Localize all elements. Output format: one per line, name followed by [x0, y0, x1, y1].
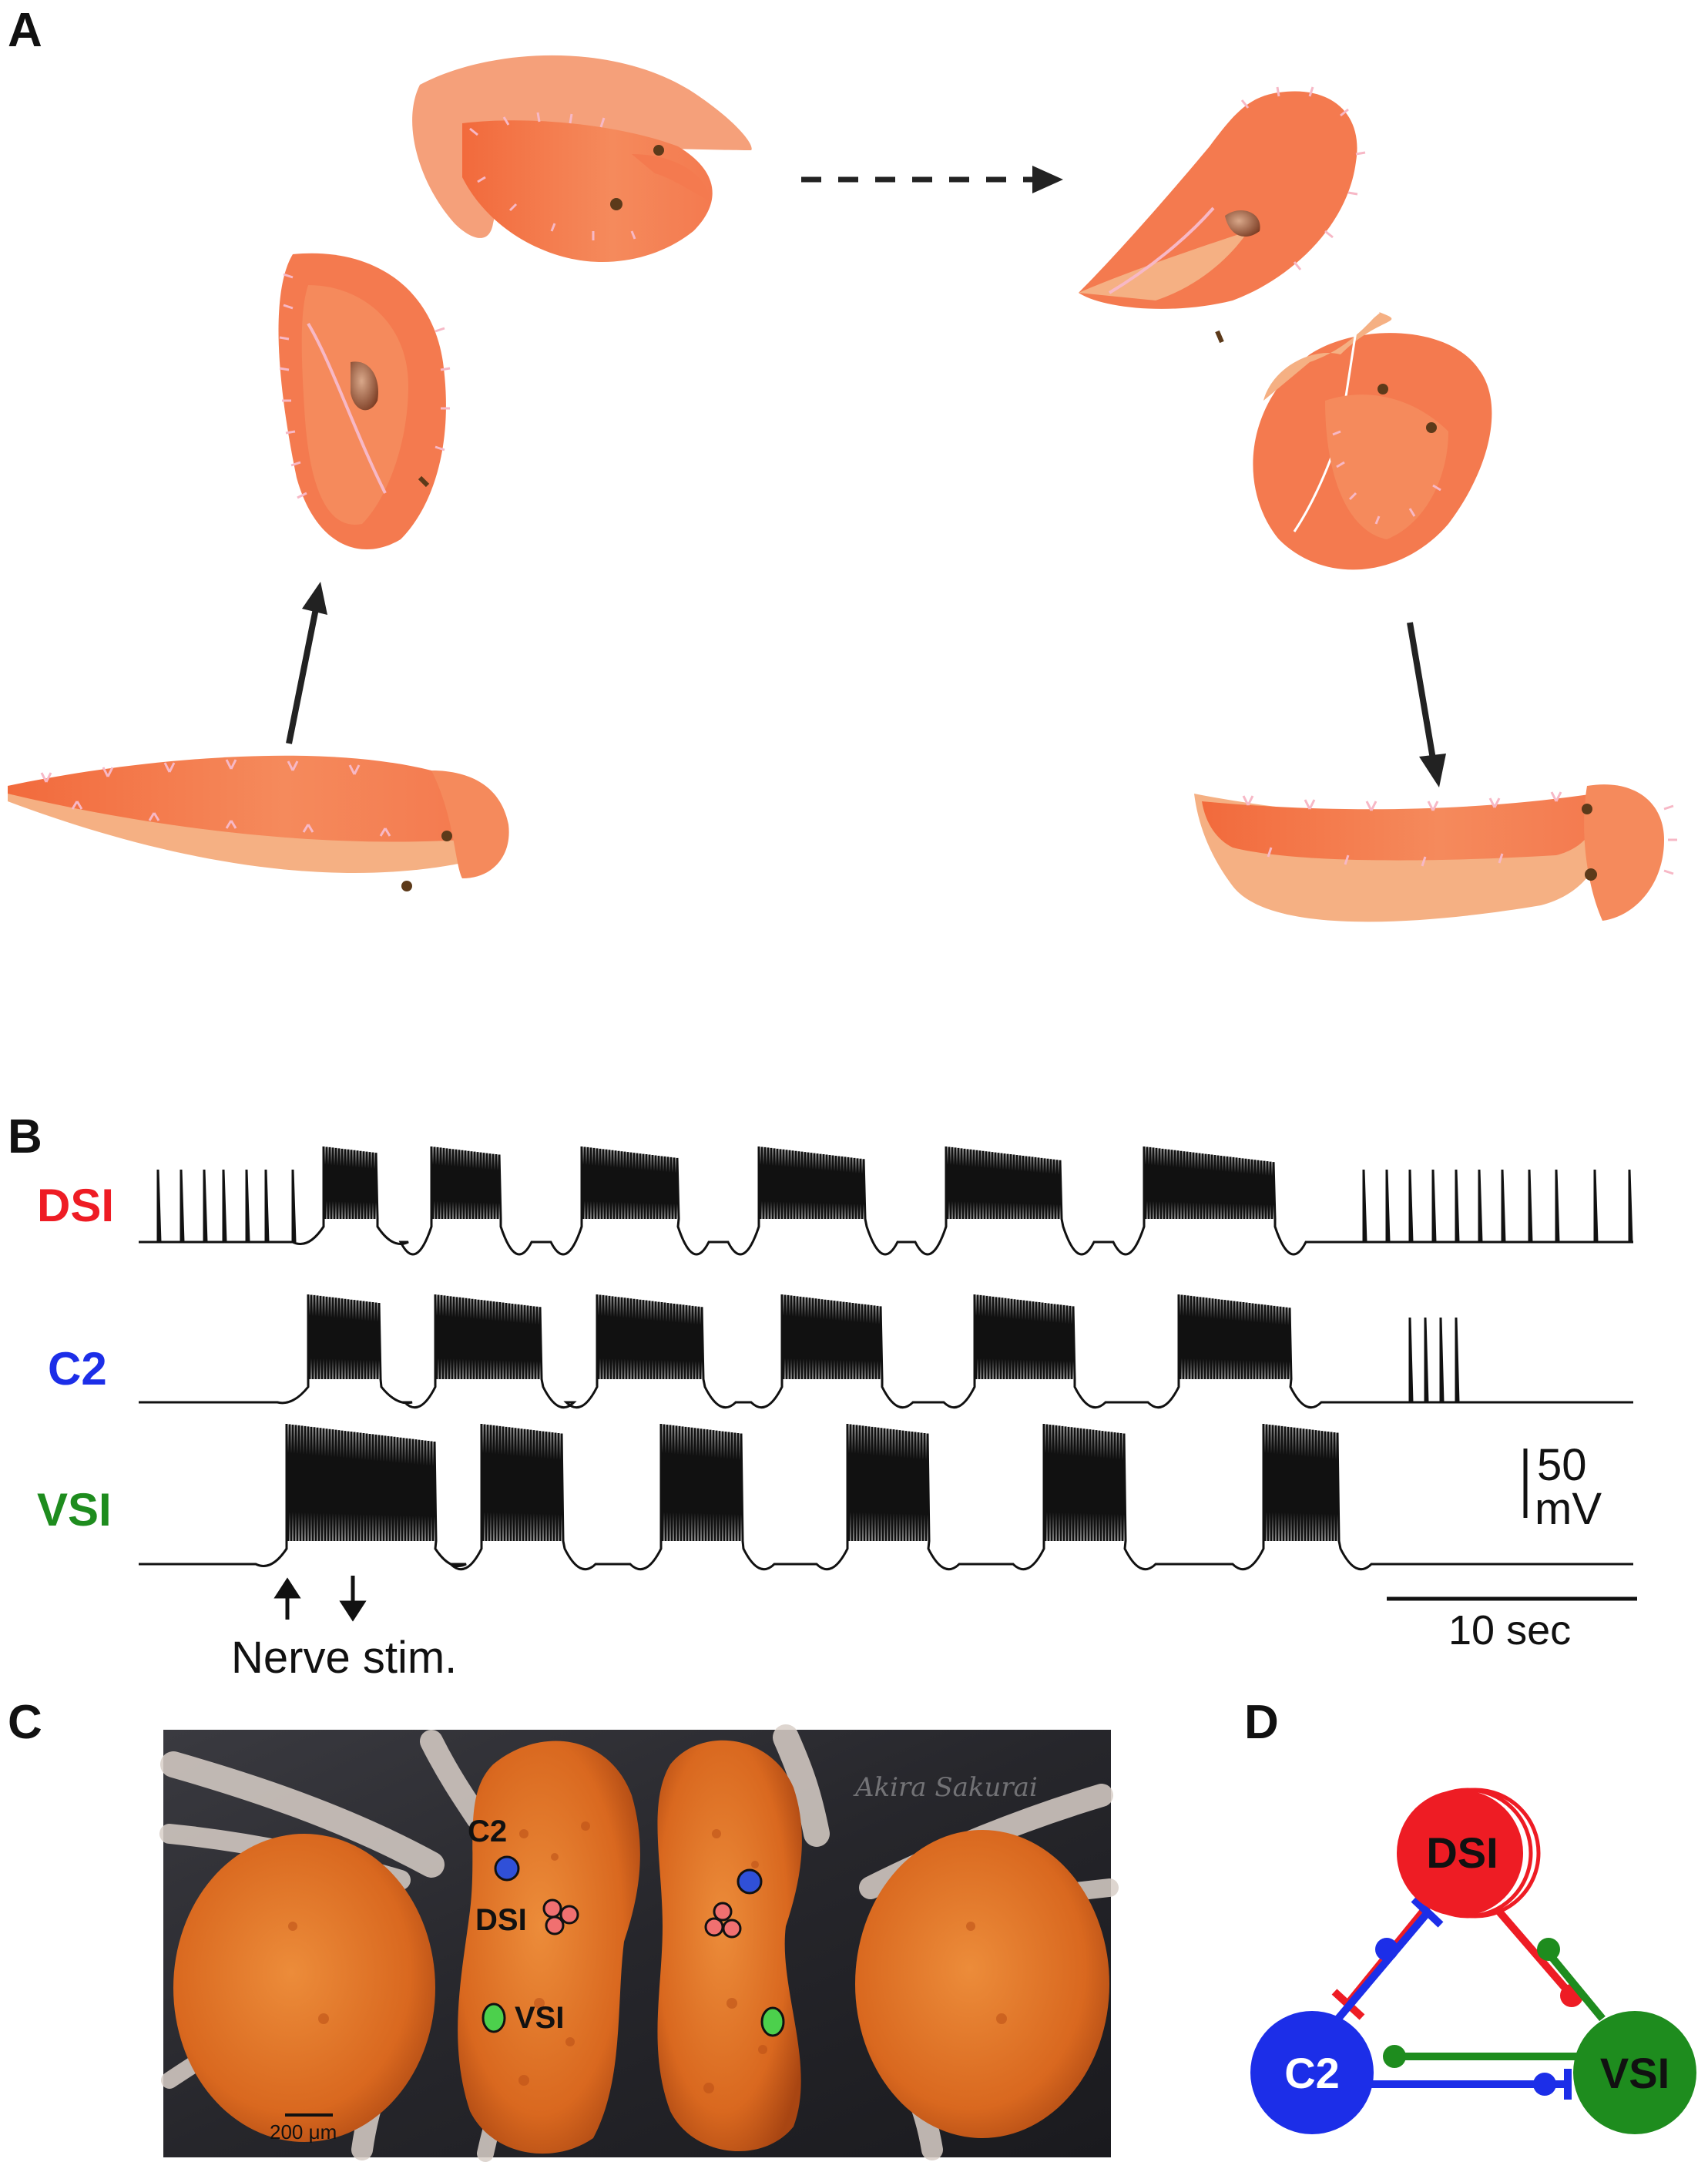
photo-scalebar-label: 200 μm [270, 2120, 337, 2144]
photo-label-vsi: VSI [515, 2001, 565, 2035]
trace-label-c2: C2 [48, 1343, 107, 1395]
slug-resting-left [8, 755, 509, 891]
photo-label-dsi: DSI [475, 1903, 527, 1937]
trace-dsi [139, 1146, 1633, 1256]
c2-neuron-left [494, 1855, 520, 1882]
synapse-dsi-to-vsi [1495, 1908, 1575, 1999]
panel-letter-b: B [8, 1110, 42, 1163]
voltage-scale-value: 50 [1537, 1440, 1587, 1490]
slug-tilted-right [1079, 86, 1366, 344]
vsi-neuron-right [760, 2006, 785, 2037]
slug-curled-right [1253, 311, 1492, 570]
synapse-c2-to-dsi [1322, 1908, 1432, 2037]
circuit-label-c2: C2 [1284, 2049, 1340, 2097]
trace-c2 [139, 1294, 1633, 1409]
vsi-neuron-left [482, 2003, 506, 2033]
photo-label-c2: C2 [468, 1815, 508, 1848]
circuit-label-dsi: DSI [1426, 1828, 1498, 1877]
stimulus-label: Nerve stim. [231, 1633, 458, 1683]
stim-off-arrow [339, 1576, 367, 1622]
dsi-neurons-left [542, 1898, 579, 1935]
arrow-down [1407, 622, 1436, 760]
time-scale-label: 10 sec [1448, 1607, 1572, 1653]
slug-upright-left [278, 253, 451, 550]
photo-watermark: Akira Sakurai [855, 1772, 1038, 1803]
circuit-label-vsi: VSI [1599, 2049, 1670, 2097]
circuit-node-dsi [1397, 1790, 1523, 1916]
arrow-up [286, 608, 319, 744]
voltage-scale-unit: mV [1535, 1484, 1602, 1534]
stim-on-arrow [273, 1577, 301, 1620]
trace-vsi [139, 1423, 1633, 1571]
trace-label-vsi: VSI [37, 1484, 112, 1536]
swim-sequence-illustration [8, 55, 1677, 922]
synapse-vsi-to-dsi [1545, 1950, 1606, 2022]
dsi-neurons-right [704, 1902, 742, 1939]
circuit-node-vsi [1573, 2011, 1696, 2134]
trace-label-dsi: DSI [37, 1180, 115, 1231]
panel-letter-c: C [8, 1696, 42, 1749]
circuit-node-c2 [1250, 2011, 1374, 2134]
slug-resting-right [1194, 784, 1677, 922]
panel-letter-a: A [8, 4, 42, 57]
panel-letter-d: D [1244, 1696, 1279, 1749]
recording-traces [139, 1146, 1637, 1622]
slug-curled-top [412, 55, 752, 262]
c2-neuron-right [737, 1868, 763, 1895]
